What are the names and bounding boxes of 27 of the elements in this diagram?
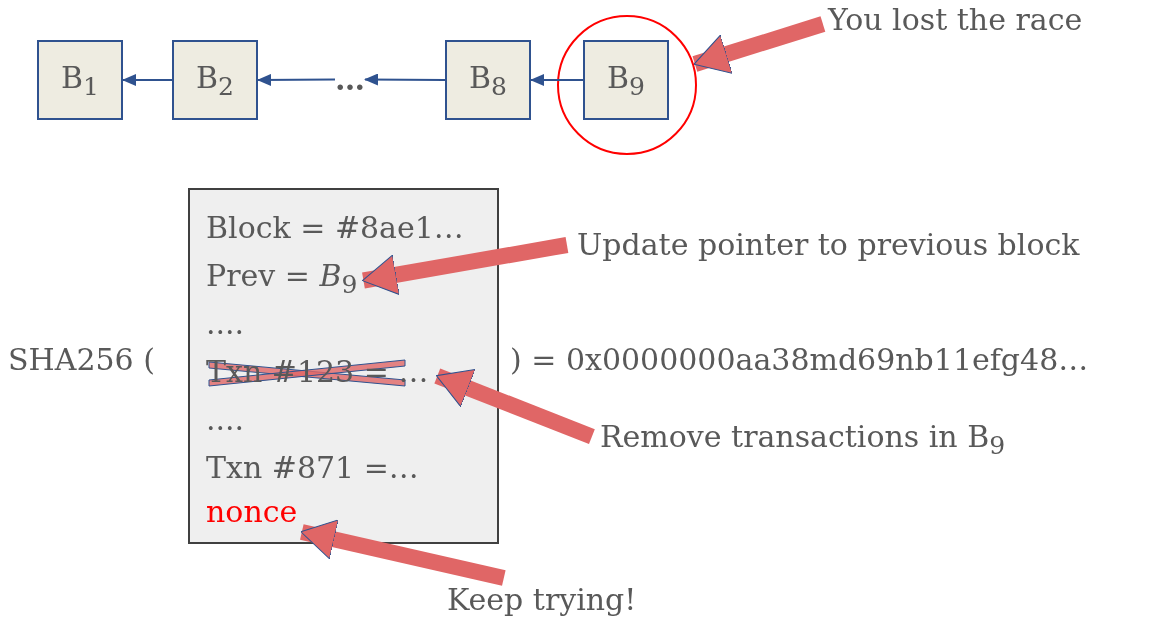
callout-text: Remove transactions in B$_{9}$ (600, 417, 1006, 466)
block-box: B$_{8}$ (445, 40, 531, 120)
block-arrow (300, 519, 506, 586)
field-line: Prev = B$_{9}$ (206, 256, 358, 305)
field-line: Block = #8ae1… (206, 208, 464, 248)
field-line: Txn #871 =… (206, 448, 419, 488)
callout-text: You lost the race (828, 0, 1083, 40)
dots-text: .... (206, 304, 245, 344)
nonce-text: nonce (206, 492, 298, 532)
block-arrow (692, 16, 826, 74)
block-box: B$_{9}$ (583, 40, 669, 120)
highlight-circle (557, 15, 697, 155)
block-arrow (434, 368, 595, 445)
dots-text: .... (206, 400, 245, 440)
arrow (122, 74, 173, 86)
callout-text: Update pointer to previous block (577, 225, 1080, 265)
function-text: SHA256 ( (8, 341, 155, 379)
block-arrow (361, 237, 569, 296)
block-box: B$_{2}$ (172, 40, 258, 120)
arrow (530, 74, 584, 86)
block-contents-box (188, 188, 499, 544)
arrow (257, 73, 336, 86)
block-box: B$_{1}$ (37, 40, 123, 120)
callout-text: Keep trying! (447, 580, 637, 618)
ellipsis-text: … (335, 62, 365, 97)
arrow (364, 73, 446, 86)
hash-output-text: ) = 0x0000000aa38md69nb11efg48… (510, 341, 1089, 379)
